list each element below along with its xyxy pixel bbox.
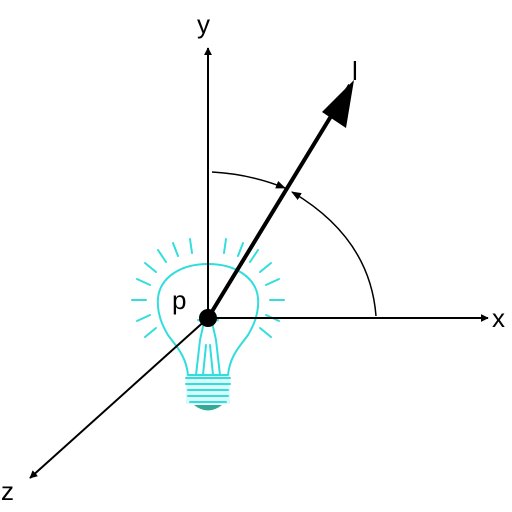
- y-axis-label: y: [197, 9, 210, 39]
- light-vector-arrowhead: [322, 80, 354, 128]
- x-axis-label: x: [492, 303, 505, 333]
- z-axis-label: z: [1, 476, 14, 506]
- point-label: p: [172, 285, 186, 315]
- origin-point: [199, 309, 217, 327]
- light-vector-label: l: [352, 56, 358, 86]
- angle-arc-y: [211, 171, 286, 189]
- z-axis: [29, 317, 209, 479]
- light-vector: [206, 83, 352, 320]
- angle-arc-x: [291, 191, 377, 317]
